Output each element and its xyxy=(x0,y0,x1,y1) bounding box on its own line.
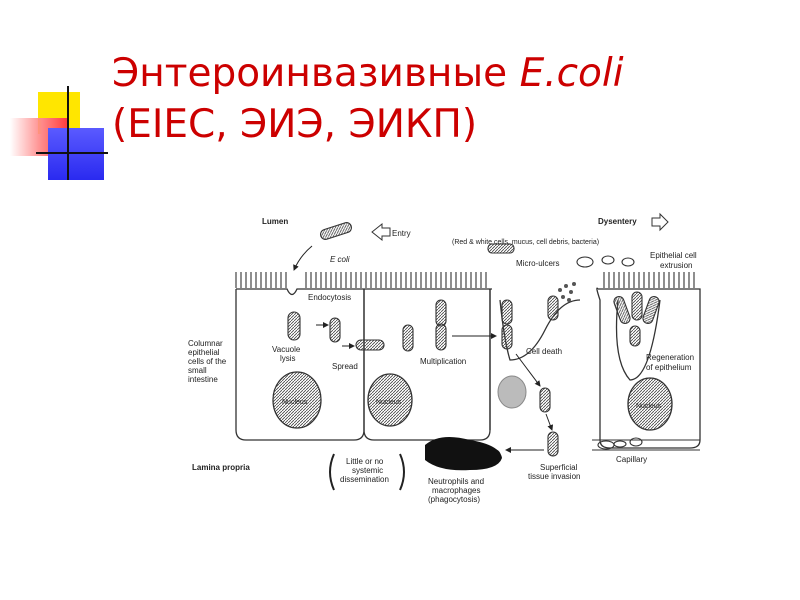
left-bracket xyxy=(329,453,335,491)
label-superficial-2: tissue invasion xyxy=(528,472,580,481)
label-columnar-3: cells of the xyxy=(188,357,227,366)
label-columnar-5: intestine xyxy=(188,375,218,384)
eiec-invasion-diagram: Lumen Entry E coli Dysentery (Red & whit… xyxy=(188,212,701,504)
decor-vertical-line xyxy=(67,86,69,180)
label-dysentery: Dysentery xyxy=(598,217,637,226)
label-spread: Spread xyxy=(332,362,358,371)
label-columnar-2: epithelial xyxy=(188,348,220,357)
label-little-3: dissemination xyxy=(340,475,389,484)
label-lamina-propria: Lamina propria xyxy=(192,463,250,472)
label-epithelial-extrusion-1: Epithelial cell xyxy=(650,251,697,260)
label-micro-ulcers: Micro-ulcers xyxy=(516,259,560,268)
decor-blue-square xyxy=(48,128,104,180)
label-neutrophils-3: (phagocytosis) xyxy=(428,495,480,504)
nucleus-2 xyxy=(367,373,413,427)
label-little-2: systemic xyxy=(352,466,383,475)
dead-nucleus xyxy=(497,375,527,409)
label-nucleus-1: Nucleus xyxy=(282,399,308,406)
label-epithelial-extrusion-2: extrusion xyxy=(660,261,692,270)
label-regeneration-2: of epithelium xyxy=(646,363,692,372)
label-neutrophils-1: Neutrophils and xyxy=(428,477,484,486)
bacteria xyxy=(287,222,660,461)
title-text: Энтероинвазивные xyxy=(112,51,508,96)
dysentery-arrow-icon xyxy=(651,212,669,232)
label-lumen: Lumen xyxy=(262,217,288,226)
label-entry: Entry xyxy=(392,229,411,238)
nucleus-3 xyxy=(627,377,673,431)
label-superficial-1: Superficial xyxy=(540,463,578,472)
microvilli xyxy=(235,272,695,288)
label-columnar-4: small xyxy=(188,366,207,375)
label-dysentery-note: (Red & white cells, mucus, cell debris, … xyxy=(452,239,599,246)
label-regeneration-1: Regeneration xyxy=(646,353,694,362)
label-columnar-1: Columnar xyxy=(188,339,223,348)
debris xyxy=(558,282,576,302)
label-ecoli: E coli xyxy=(330,255,350,264)
title-italic: E.coli xyxy=(519,51,624,96)
label-vacuole-1: Vacuole xyxy=(272,345,301,354)
label-vacuole-2: lysis xyxy=(280,354,296,363)
decor-horizontal-line xyxy=(36,152,108,154)
label-multiplication: Multiplication xyxy=(420,357,466,366)
title-subtitle: (EIEC, ЭИЭ, ЭИКП) xyxy=(112,102,478,147)
label-neutrophils-2: macrophages xyxy=(432,486,480,495)
right-bracket xyxy=(399,453,405,491)
label-capillary: Capillary xyxy=(616,455,647,464)
entry-arrow-icon xyxy=(371,222,391,242)
label-nucleus-3: Nucleus xyxy=(636,403,662,410)
capillary-lines xyxy=(592,439,700,451)
label-little-1: Little or no xyxy=(346,457,384,466)
nucleus-1 xyxy=(272,371,322,429)
extruded-cells xyxy=(576,255,643,450)
slide-title: Энтероинвазивные E.coli (EIEC, ЭИЭ, ЭИКП… xyxy=(112,48,624,150)
arrows xyxy=(293,245,554,453)
neutrophil xyxy=(425,436,502,471)
label-endocytosis: Endocytosis xyxy=(308,293,351,302)
label-nucleus-2: Nucleus xyxy=(376,399,402,406)
label-cell-death: Cell death xyxy=(526,347,562,356)
nuclei xyxy=(272,371,673,431)
